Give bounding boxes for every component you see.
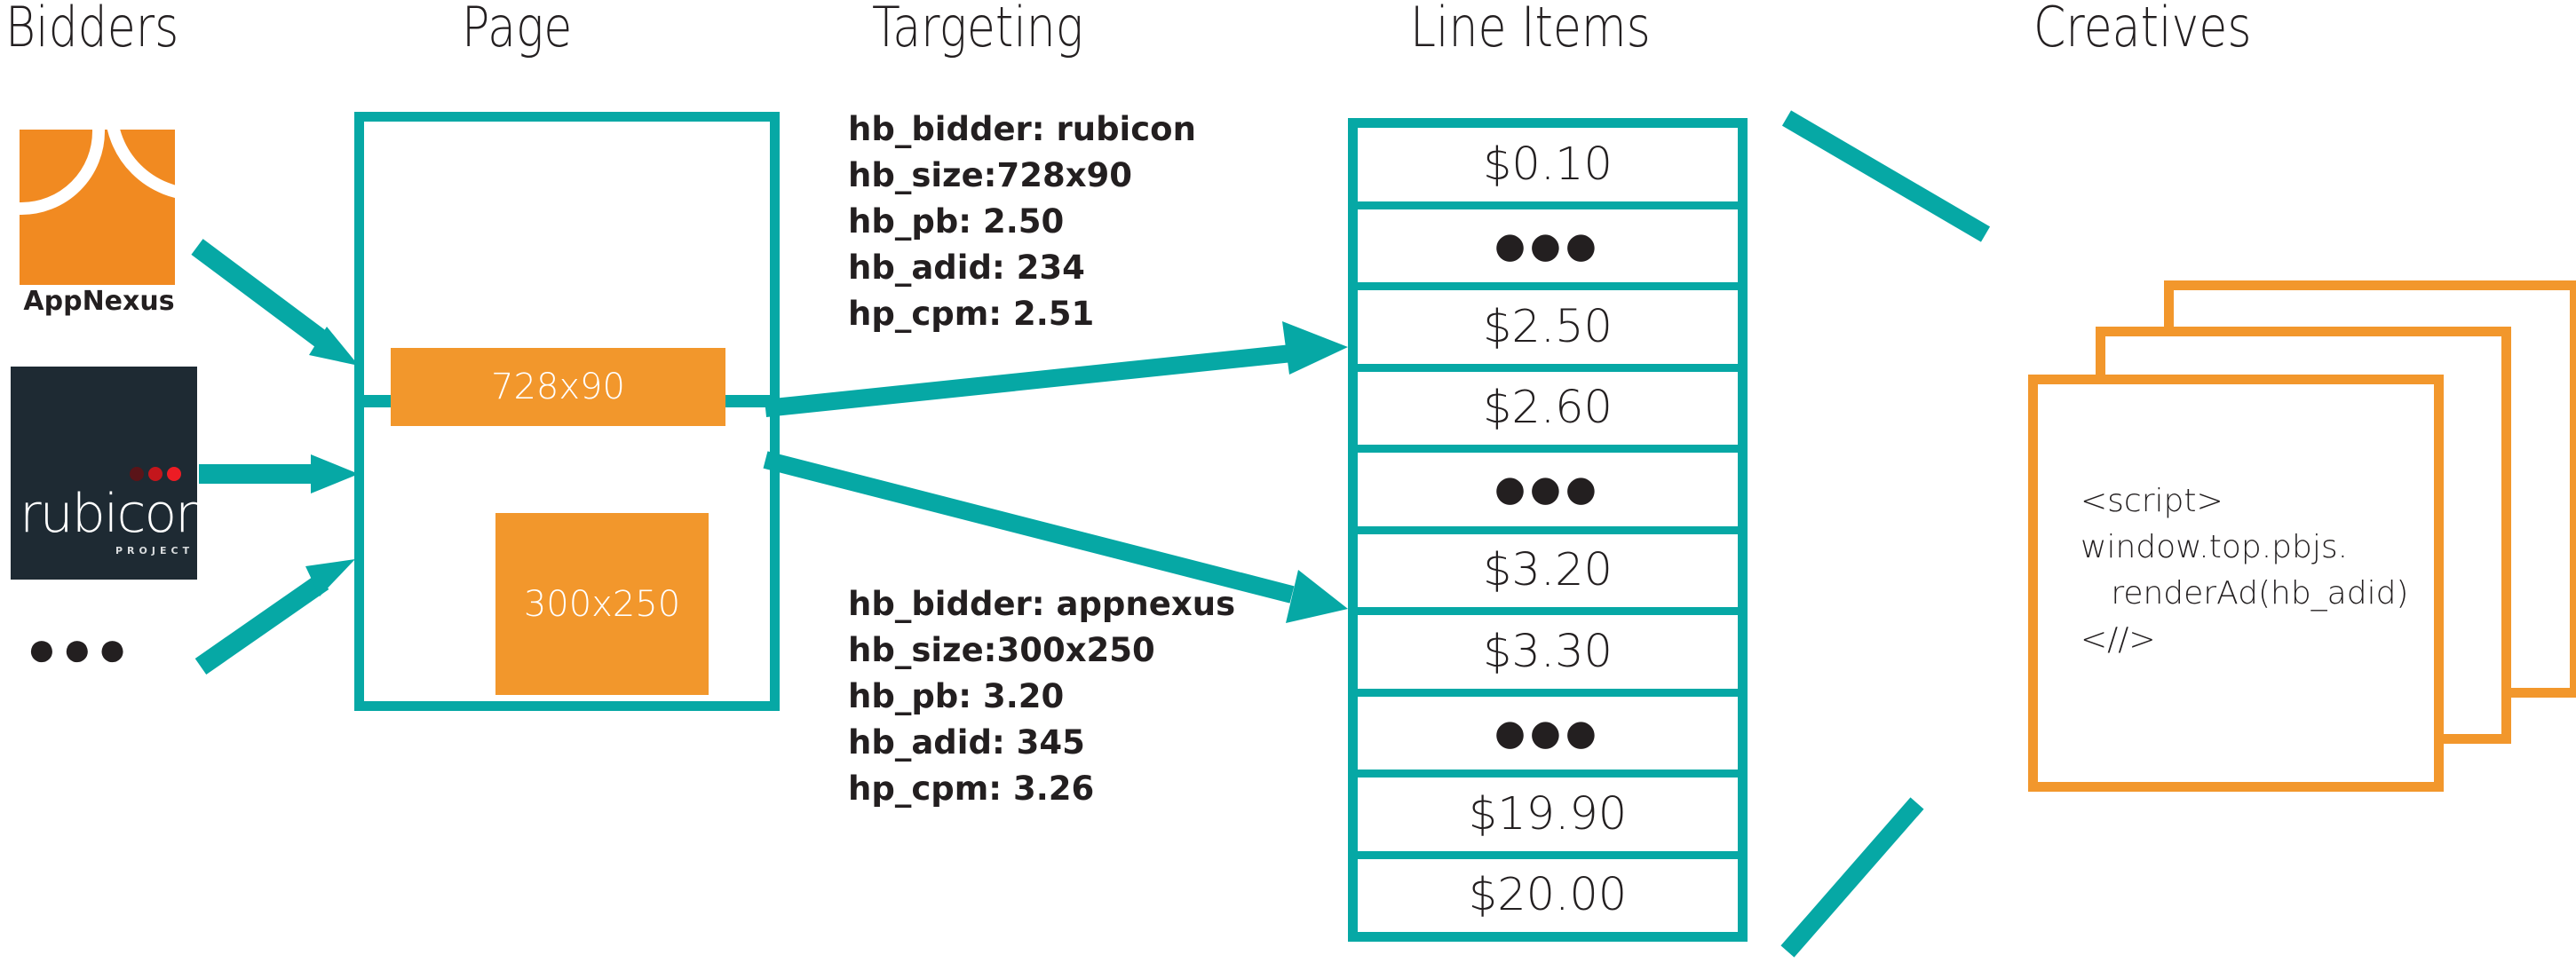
line-item-row[interactable]: $3.30 xyxy=(1358,615,1738,697)
bidders-more-ellipsis: ●●● xyxy=(27,620,133,676)
ad-slot-300x250[interactable]: 300x250 xyxy=(495,513,709,695)
rubicon-project-logo-icon: rubicon PROJECT xyxy=(11,367,197,580)
connector-lineitems-to-creatives-bottom xyxy=(1780,797,1924,958)
rubicon-wordmark: rubicon xyxy=(20,483,197,545)
arrow-appnexus-to-page xyxy=(191,239,359,366)
line-item-row-ellipsis[interactable]: ●●● xyxy=(1358,209,1738,290)
connector-lineitems-to-creatives-top xyxy=(1781,110,1991,242)
appnexus-label: AppNexus xyxy=(23,286,175,317)
line-item-row[interactable]: $2.60 xyxy=(1358,372,1738,453)
rubicon-subtitle: PROJECT xyxy=(115,545,194,556)
column-title-bidders: Bidders xyxy=(5,0,179,59)
line-item-row-ellipsis[interactable]: ●●● xyxy=(1358,697,1738,778)
targeting-keyvalues-appnexus: hb_bidder: appnexus hb_size:300x250 hb_p… xyxy=(848,585,1236,808)
rubicon-dots-icon xyxy=(125,467,181,485)
creative-code-snippet: <script> window.top.pbjs. renderAd(hb_ad… xyxy=(2081,483,2409,658)
targeting-keyvalues-rubicon: hb_bidder: rubicon hb_size:728x90 hb_pb:… xyxy=(848,110,1196,333)
line-item-row[interactable]: $3.20 xyxy=(1358,534,1738,615)
ad-slot-728x90[interactable]: 728x90 xyxy=(391,348,725,426)
line-item-row-ellipsis[interactable]: ●●● xyxy=(1358,453,1738,534)
line-item-row[interactable]: $19.90 xyxy=(1358,778,1738,859)
arrow-more-bidders-to-page xyxy=(194,559,355,675)
column-title-creatives: Creatives xyxy=(2033,0,2252,59)
line-item-row[interactable]: $0.10 xyxy=(1358,128,1738,209)
line-items-list: $0.10●●●$2.50$2.60●●●$3.20$3.30●●●$19.90… xyxy=(1348,118,1748,942)
column-title-targeting: Targeting xyxy=(872,0,1084,59)
column-title-line-items: Line Items xyxy=(1410,0,1651,59)
line-item-row[interactable]: $2.50 xyxy=(1358,290,1738,372)
appnexus-logo-icon xyxy=(20,130,175,285)
arrow-rubicon-to-page xyxy=(199,454,359,493)
column-title-page: Page xyxy=(462,0,573,59)
line-item-row[interactable]: $20.00 xyxy=(1468,869,1628,922)
creative-card-front[interactable]: <script> window.top.pbjs. renderAd(hb_ad… xyxy=(2028,375,2444,792)
